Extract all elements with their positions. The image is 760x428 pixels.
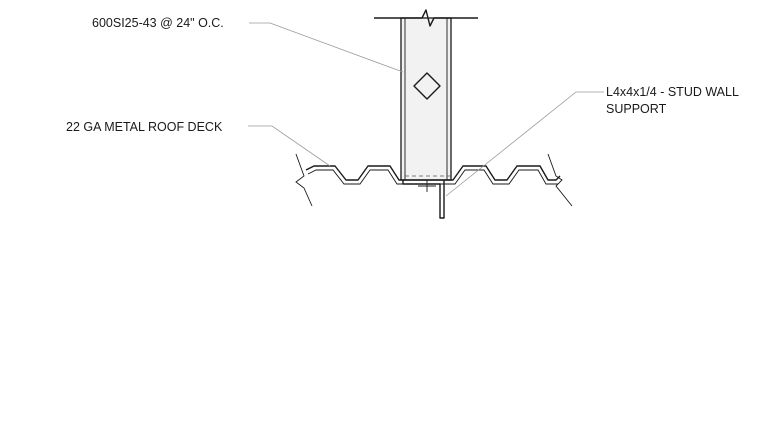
leader-angle bbox=[445, 91, 604, 197]
metal-roof-deck bbox=[295, 153, 573, 207]
deck-break-left bbox=[295, 153, 313, 207]
stud-member bbox=[374, 9, 478, 181]
angle-label-line2: SUPPORT bbox=[606, 102, 667, 116]
deck-break-right bbox=[547, 153, 573, 207]
angle-profile bbox=[402, 180, 445, 219]
deck-profile-top bbox=[305, 165, 561, 181]
leader-deck bbox=[248, 125, 331, 167]
stud-web bbox=[400, 17, 452, 181]
top-break-line bbox=[374, 9, 478, 27]
angle-label-line1: L4x4x1/4 - STUD WALL bbox=[606, 85, 739, 99]
angle-support bbox=[402, 175, 451, 219]
deck-profile-bottom bbox=[307, 169, 558, 185]
stud-label: 600SI25-43 @ 24" O.C. bbox=[92, 16, 224, 30]
leaders bbox=[248, 22, 604, 197]
deck-label: 22 GA METAL ROOF DECK bbox=[66, 120, 223, 134]
stud-section-diamond-symbol bbox=[413, 72, 441, 100]
leader-stud bbox=[249, 22, 404, 73]
